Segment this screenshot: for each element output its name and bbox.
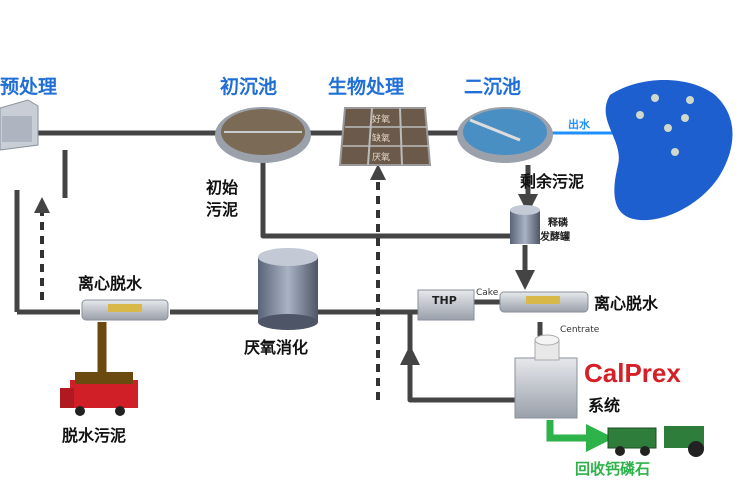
receiving-water-body (605, 80, 733, 221)
secondary-clarifier-title: 二沉池 (464, 76, 522, 98)
calprex-system-label: 系统 (588, 396, 621, 415)
bio-zone-2: 缺氧 (372, 134, 391, 144)
excess-sludge-label: 剩余污泥 (520, 172, 585, 191)
primary-clarifier-tank (215, 107, 311, 163)
secondary-clarifier-tank (457, 107, 553, 163)
pretreatment-building (0, 99, 39, 151)
biological-treatment-title: 生物处理 (328, 76, 405, 98)
anaerobic-digestion-label: 厌氧消化 (244, 338, 309, 357)
fish-icon (636, 111, 644, 119)
left-centrifuge (81, 299, 169, 321)
dewatered-sludge-truck (60, 372, 138, 416)
primary-sludge-pipe (260, 162, 510, 239)
centrate-label: Centrate (560, 325, 600, 335)
recovery-arrow (546, 420, 614, 452)
primary-sludge-label-2: 污泥 (206, 200, 239, 219)
recovered-product-label: 回收钙磷石 (575, 460, 651, 478)
effluent-label: 出水 (568, 118, 590, 131)
biological-treatment-tank (338, 107, 432, 166)
fermentation-tank-label-1: 释磷 (548, 218, 568, 229)
left-centrifuge-label: 离心脱水 (78, 274, 143, 293)
right-centrifuge (499, 291, 589, 313)
thp-unit (417, 289, 475, 321)
dewatered-sludge-label: 脱水污泥 (62, 426, 127, 445)
bio-zone-3: 厌氧 (372, 153, 391, 163)
dashed-flows (34, 164, 386, 400)
thp-return-pipe (407, 312, 520, 403)
fermentation-tank (510, 205, 540, 244)
anaerobic-digester (258, 248, 318, 330)
fish-icon (664, 124, 672, 132)
calprex-unit (514, 334, 578, 419)
fish-icon (681, 114, 689, 122)
right-centrifuge-label: 离心脱水 (594, 294, 659, 313)
calprex-label: CalPrex (584, 358, 681, 388)
primary-sludge-label-1: 初始 (206, 178, 239, 197)
cake-label: Cake (476, 288, 499, 298)
recovery-trailer (607, 426, 704, 457)
bio-zone-1: 好氧 (372, 115, 391, 125)
thp-label: THP (432, 294, 457, 307)
fish-icon (671, 148, 679, 156)
fish-icon (651, 94, 659, 102)
primary-clarifier-title: 初沉池 (220, 76, 278, 98)
fish-icon (686, 96, 694, 104)
fermentation-tank-label-2: 发酵罐 (540, 232, 570, 243)
pretreatment-title: 预处理 (0, 76, 58, 98)
